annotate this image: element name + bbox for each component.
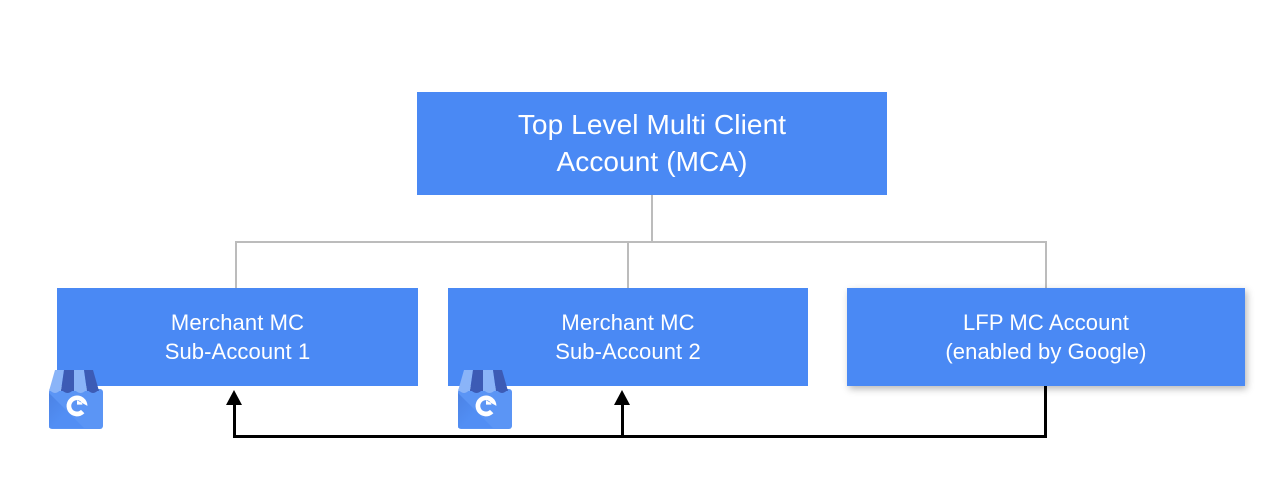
node-mca-line-2: Account (MCA) [556, 145, 748, 177]
arrowhead-to-merchant-1-icon [226, 390, 242, 405]
node-mca-line-1: Top Level Multi Client [517, 108, 787, 140]
connector-drop-merchant-1 [235, 241, 237, 288]
connector-drop-lfp [1045, 241, 1047, 288]
node-lfp-line-1: LFP MC Account [962, 309, 1130, 335]
connector-horizontal-bus [235, 241, 1047, 243]
node-merchant-sub-account-2[interactable]: Merchant MC Sub-Account 2 [448, 288, 808, 386]
node-merchant-2-line-2: Sub-Account 2 [555, 339, 701, 364]
feedback-line-to-merchant-1 [233, 400, 236, 437]
arrowhead-to-merchant-2-icon [614, 390, 630, 405]
node-merchant-2-line-1: Merchant MC [561, 309, 695, 335]
connector-mca-stem [651, 195, 653, 242]
node-lfp-mc-account[interactable]: LFP MC Account (enabled by Google) [847, 288, 1245, 386]
feedback-line-to-merchant-2 [621, 400, 624, 437]
connector-drop-merchant-2 [627, 241, 629, 288]
node-merchant-1-line-2: Sub-Account 1 [164, 339, 311, 364]
feedback-line-from-lfp [1044, 386, 1047, 438]
node-merchant-1-line-1: Merchant MC [170, 309, 305, 335]
google-my-business-storefront-icon [49, 370, 103, 429]
node-top-level-mca[interactable]: Top Level Multi Client Account (MCA) [417, 92, 887, 195]
feedback-line-bottom [233, 435, 1047, 438]
node-lfp-line-2: (enabled by Google) [945, 339, 1147, 364]
google-my-business-storefront-icon [458, 370, 512, 429]
node-merchant-sub-account-1[interactable]: Merchant MC Sub-Account 1 [57, 288, 418, 386]
